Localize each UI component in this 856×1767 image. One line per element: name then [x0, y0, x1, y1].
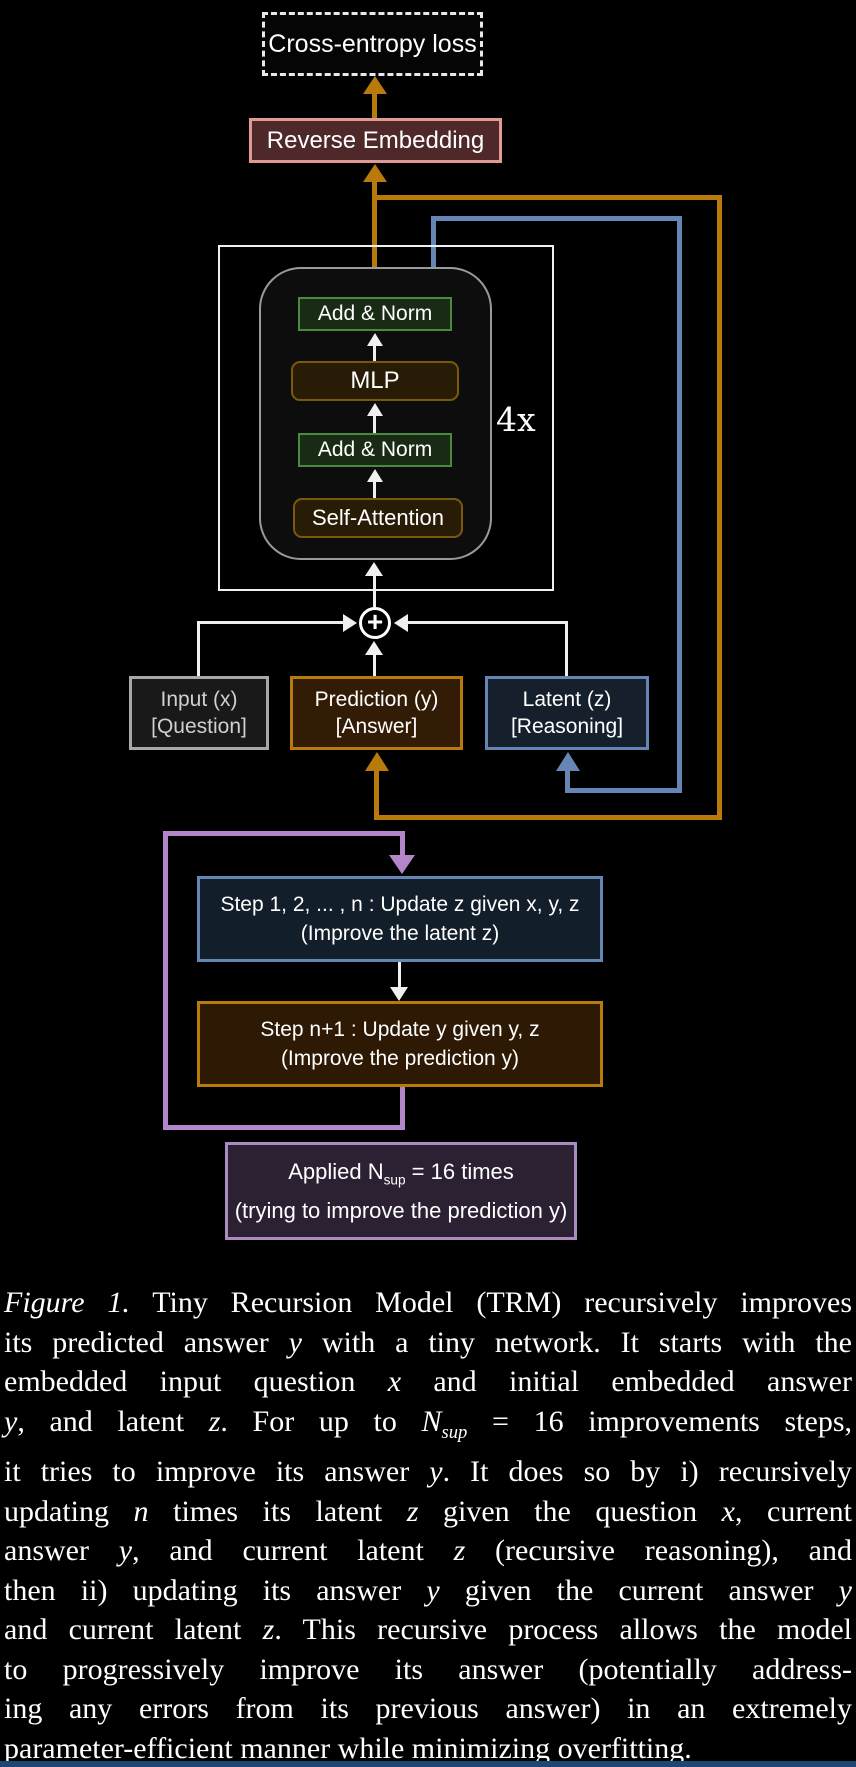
white-line-plus-to-core [373, 574, 376, 607]
caption-line: its predicted answer y with a tiny netwo… [4, 1325, 852, 1359]
white-arrowhead-selfattn-to-addnorm [367, 469, 383, 482]
caption-line: parameter-efficient manner while minimiz… [4, 1731, 692, 1765]
caption-line: it tries to improve its answer y. It doe… [4, 1455, 853, 1488]
white-arrowhead-plus-to-core [365, 562, 383, 576]
blue-line-transformer-top [431, 216, 436, 267]
white-line-input-up [197, 621, 200, 676]
blue-return-line-bottom [565, 788, 682, 793]
white-arrowhead-input-to-plus [343, 614, 357, 632]
white-line-mlp-to-addnorm [373, 344, 376, 361]
orange-arrowhead-to-reverse-embedding [363, 164, 387, 182]
orange-line-transformer-up [372, 180, 377, 267]
caption-line: Figure 1. Tiny Recursion Model (TRM) rec… [4, 1286, 852, 1319]
input-box-line2: [Question] [151, 715, 247, 738]
cross-entropy-loss-label: Cross-entropy loss [268, 29, 477, 58]
applied-line2: (trying to improve the prediction y) [234, 1198, 568, 1224]
orange-return-line-top [375, 195, 722, 200]
transformer-frame [218, 245, 554, 591]
orange-return-line-right [717, 195, 722, 820]
orange-line-to-loss [372, 92, 377, 118]
step-y-box: Step n+1 : Update y given y, z (Improve … [197, 1001, 603, 1087]
applied-box: Applied Nsup = 16 times (trying to impro… [225, 1142, 577, 1240]
input-box-line1: Input (x) [160, 688, 238, 711]
prediction-box: Prediction (y) [Answer] [290, 676, 463, 750]
latent-box-line1: Latent (z) [522, 688, 612, 711]
purple-loop-line-left [163, 831, 168, 1130]
reverse-embedding-box: Reverse Embedding [249, 118, 502, 163]
white-line-selfattn-to-addnorm [373, 480, 376, 498]
white-line-prediction-up [373, 652, 376, 676]
input-box: Input (x) [Question] [129, 676, 269, 750]
caption-line: ing any errors from its previous answer)… [4, 1692, 852, 1725]
white-line-latent-up [565, 621, 568, 676]
orange-line-to-prediction [374, 770, 379, 815]
repeat-count-label: 4x [496, 400, 536, 439]
white-line-addnorm-to-mlp [373, 414, 376, 433]
step-y-line1: Step n+1 : Update y given y, z [260, 1018, 540, 1041]
mlp-label: MLP [350, 367, 400, 394]
prediction-box-line2: [Answer] [335, 715, 418, 738]
purple-loop-line-from-stepy [400, 1087, 405, 1130]
white-line-latent-to-plus [398, 621, 566, 624]
latent-box: Latent (z) [Reasoning] [485, 676, 649, 750]
white-arrowhead-prediction-to-plus [365, 641, 383, 655]
caption-line: updating n times its latent z given the … [4, 1494, 852, 1528]
purple-loop-line-bottom [163, 1125, 405, 1130]
white-line-stepz-to-stepy [398, 962, 401, 988]
add-norm-bottom-box: Add & Norm [298, 433, 452, 467]
blue-return-line-right [677, 216, 682, 793]
blue-arrowhead-to-latent [556, 752, 580, 771]
caption-line: and current latent z. This recursive pro… [4, 1613, 852, 1646]
step-z-line1: Step 1, 2, ... , n : Update z given x, y… [220, 893, 580, 916]
white-line-input-to-plus [197, 621, 344, 624]
self-attention-label: Self-Attention [311, 505, 445, 530]
applied-line1: Applied Nsup = 16 times [288, 1158, 514, 1188]
white-arrowhead-mlp-to-addnorm [367, 333, 383, 346]
purple-loop-line-to-stepz [400, 831, 405, 857]
caption-line: answer y, and current latent z (recursiv… [4, 1534, 852, 1567]
add-norm-top-box: Add & Norm [298, 297, 452, 331]
white-arrowhead-stepz-to-stepy [390, 987, 408, 1001]
reverse-embedding-label: Reverse Embedding [266, 126, 485, 154]
figure-caption: Figure 1. Tiny Recursion Model (TRM) rec… [4, 1283, 852, 1767]
orange-return-line-bottom [374, 815, 722, 820]
step-z-line2: (Improve the latent z) [300, 922, 500, 945]
step-y-line2: (Improve the prediction y) [280, 1047, 520, 1070]
orange-arrowhead-to-prediction [365, 752, 389, 771]
caption-line: then ii) updating its answer y given the… [4, 1573, 852, 1607]
latent-box-line2: [Reasoning] [510, 715, 624, 738]
mlp-box: MLP [291, 361, 459, 401]
blue-return-line-top [431, 216, 682, 221]
prediction-box-line1: Prediction (y) [314, 688, 439, 711]
step-z-box: Step 1, 2, ... , n : Update z given x, y… [197, 876, 603, 962]
sum-node: + [359, 607, 391, 639]
cross-entropy-loss-box: Cross-entropy loss [262, 12, 483, 76]
orange-arrowhead-to-loss [363, 76, 387, 94]
add-norm-top-label: Add & Norm [317, 302, 433, 325]
caption-line: y, and latent z. For up to Nsup = 16 imp… [4, 1404, 852, 1443]
self-attention-box: Self-Attention [293, 498, 463, 538]
purple-arrowhead-to-stepz [389, 855, 415, 874]
purple-loop-line-top [163, 831, 403, 836]
bottom-page-rule [0, 1761, 856, 1767]
plus-icon: + [366, 606, 384, 637]
caption-line: to progressively improve its answer (pot… [4, 1652, 852, 1686]
white-arrowhead-addnorm-to-mlp [367, 403, 383, 416]
blue-line-to-latent [565, 770, 570, 793]
caption-line: embedded input question x and initial em… [4, 1365, 852, 1398]
add-norm-bottom-label: Add & Norm [317, 438, 433, 461]
white-arrowhead-latent-to-plus [394, 614, 408, 632]
